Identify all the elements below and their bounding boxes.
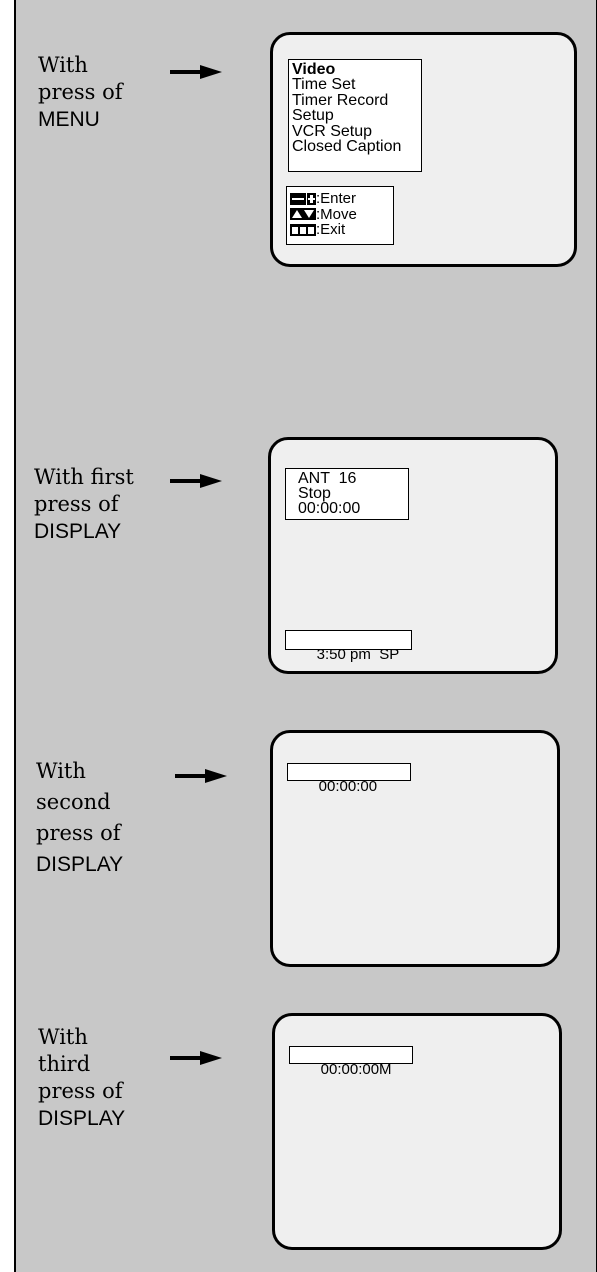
caption-line: With	[38, 1025, 88, 1049]
tv-screen-menu: Video Time Set Timer Record Setup VCR Se…	[270, 32, 577, 267]
caption-line: With	[36, 759, 86, 783]
counter-box: 00:00:00M	[289, 1046, 413, 1077]
caption-line: With	[38, 53, 88, 77]
tv-screen-display-2: 00:00:00	[270, 730, 560, 967]
channel-status-box: ANT 16 Stop 00:00:00	[285, 468, 409, 520]
legend-exit: :Exit	[290, 222, 393, 238]
exit-button-icon	[290, 223, 316, 236]
caption-line: DISPLAY	[38, 1107, 126, 1130]
legend-label: :Move	[316, 205, 357, 223]
counter-text: 00:00:00	[298, 500, 361, 517]
caption-line: DISPLAY	[34, 520, 122, 543]
enter-button-icon	[290, 192, 316, 205]
counter-box: 00:00:00	[287, 763, 411, 794]
caption-line: With first	[34, 465, 134, 489]
caption-line: press of	[38, 80, 123, 104]
caption-display-first: With first press of DISPLAY	[34, 464, 134, 545]
legend-label: :Enter	[316, 190, 357, 208]
caption-line: second	[36, 790, 111, 814]
caption-line: third	[38, 1052, 91, 1076]
menu-legend: :Enter :Move :Exit	[286, 186, 394, 245]
counter-text: 00:00:00M	[320, 1061, 392, 1078]
legend-move: :Move	[290, 207, 393, 223]
menu-item-setup[interactable]: Setup	[292, 107, 334, 125]
legend-enter: :Enter	[290, 191, 393, 207]
arrow-right-icon	[170, 65, 222, 79]
caption-display-second: With second press of DISPLAY	[36, 756, 123, 880]
caption-line: press of	[34, 492, 119, 516]
counter-text: 00:00:00	[318, 778, 378, 795]
up-down-arrows-icon	[290, 208, 316, 221]
status-text: Stop	[298, 485, 331, 502]
caption-line: MENU	[38, 108, 100, 131]
caption-display-third: With third press of DISPLAY	[38, 1024, 125, 1132]
caption-line: press of	[36, 821, 121, 845]
caption-menu: With press of MENU	[38, 52, 123, 133]
tv-screen-display-3: 00:00:00M	[272, 1013, 562, 1250]
arrow-right-icon	[170, 474, 222, 488]
arrow-right-icon	[170, 1051, 222, 1065]
legend-label: :Exit	[316, 221, 346, 239]
tv-screen-display-1: ANT 16 Stop 00:00:00 3:50 pm SP	[268, 437, 558, 674]
main-menu: Video Time Set Timer Record Setup VCR Se…	[288, 59, 422, 172]
menu-item-closed-caption[interactable]: Closed Caption	[292, 138, 402, 156]
arrow-right-icon	[175, 769, 227, 783]
menu-item-time-set[interactable]: Time Set	[292, 76, 356, 94]
caption-line: DISPLAY	[36, 853, 124, 876]
menu-item-timer-record[interactable]: Timer Record	[292, 91, 389, 109]
clock-mode-box: 3:50 pm SP	[285, 630, 412, 663]
clock-mode-text: 3:50 pm SP	[316, 646, 400, 663]
caption-line: press of	[38, 1079, 123, 1103]
channel-text: ANT 16	[298, 470, 357, 487]
menu-item-vcr-setup[interactable]: VCR Setup	[292, 122, 373, 140]
menu-item-video[interactable]: Video	[292, 61, 336, 78]
